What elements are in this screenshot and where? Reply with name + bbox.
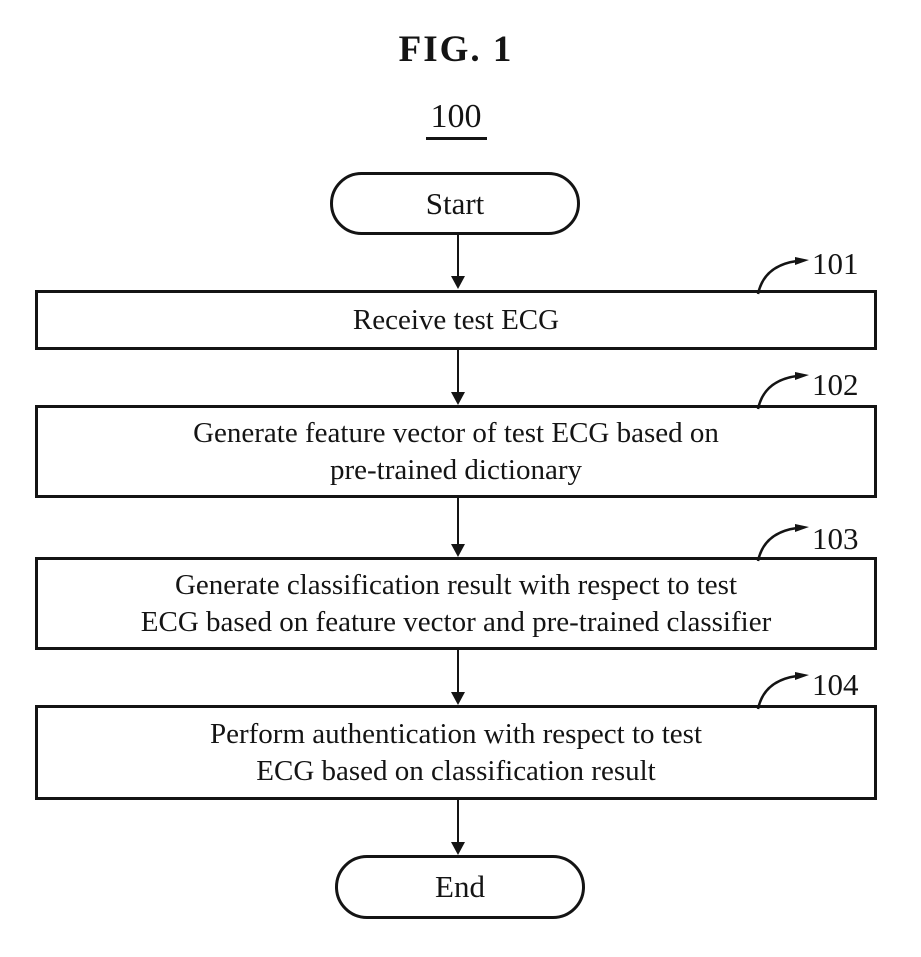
arrow-head: [450, 544, 465, 557]
flow-arrow-icon: [449, 235, 466, 289]
flow-arrow-icon: [449, 650, 466, 705]
arrow-shaft: [456, 650, 459, 692]
step-ref-102: 102: [812, 367, 859, 402]
arrow-head: [450, 276, 465, 289]
arrow-head: [450, 392, 465, 405]
figure-reference-number-wrap: 100: [0, 98, 912, 140]
process-box-103: Generate classification result with resp…: [35, 557, 877, 650]
process-box-101-text: Receive test ECG: [352, 303, 560, 336]
process-box-103-line2: ECG based on feature vector and pre-trai…: [140, 605, 772, 638]
start-label: Start: [425, 185, 485, 221]
process-box-104-line2: ECG based on classification result: [256, 754, 656, 787]
arrow-shaft: [456, 800, 459, 842]
start-terminator: Start: [330, 172, 580, 235]
arrow-head: [450, 692, 465, 705]
arrow-head: [450, 842, 465, 855]
end-label: End: [435, 869, 485, 904]
leader-line-102: [756, 372, 809, 410]
leader-line-104: [756, 672, 809, 710]
leader-line-101: [756, 257, 809, 295]
arrow-shaft: [456, 498, 459, 544]
step-ref-103: 103: [812, 521, 859, 556]
arrow-shaft: [456, 235, 459, 276]
step-ref-101: 101: [812, 246, 859, 281]
flow-arrow-icon: [449, 350, 466, 405]
process-box-104-line1: Perform authentication with respect to t…: [209, 717, 703, 750]
end-terminator: End: [335, 855, 585, 919]
flow-arrow-icon: [449, 800, 466, 855]
process-box-101: Receive test ECG: [35, 290, 877, 350]
process-box-104: Perform authentication with respect to t…: [35, 705, 877, 800]
figure-title: FIG. 1: [398, 29, 514, 70]
flow-arrow-icon: [449, 498, 466, 557]
process-box-103-line1: Generate classification result with resp…: [174, 568, 738, 601]
process-box-102-line1: Generate feature vector of test ECG base…: [193, 416, 719, 449]
leader-line-103: [756, 524, 809, 562]
process-box-102: Generate feature vector of test ECG base…: [35, 405, 877, 498]
process-box-102-line2: pre-trained dictionary: [329, 453, 583, 486]
step-ref-104: 104: [812, 667, 859, 702]
arrow-shaft: [456, 350, 459, 392]
figure-reference-number: 100: [425, 98, 487, 140]
